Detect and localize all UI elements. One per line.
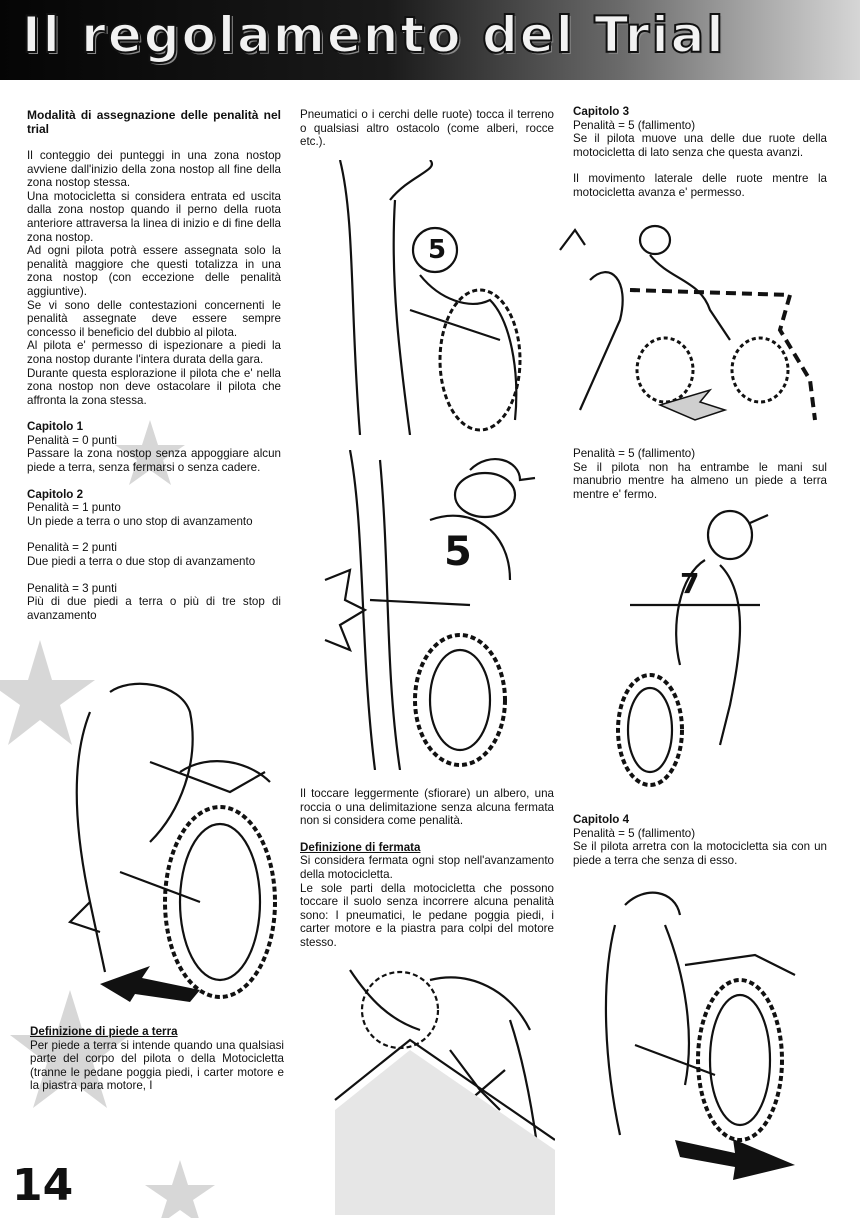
column-middle-lower: Il toccare leggermente (sfiorare) un alb… (300, 787, 554, 963)
star-background (0, 420, 215, 1218)
chapter-1-penalty: Penalità = 0 punti (27, 433, 117, 447)
hands-text: Se il pilota non ha entrambe le mani sul… (573, 460, 827, 501)
rider-foot-down-illustration (67, 682, 277, 1002)
foot-definition-block: Definizione di piede a terra Per piede a… (30, 1025, 284, 1106)
rider-reverse-illustration (604, 891, 796, 1180)
paragraph: Al pilota e' permesso di ispezionare a p… (27, 339, 281, 366)
rider-number: 7 (680, 567, 699, 600)
page-number: 14 (12, 1160, 74, 1211)
chapter-2-text-3: Più di due piedi a terra o più di tre st… (27, 595, 281, 622)
chapter-1-title: Capitolo 1 (27, 420, 84, 434)
rider-number: 5 (444, 529, 472, 575)
chapter-2-title: Capitolo 2 (27, 487, 84, 501)
chapter-3-penalty: Penalità = 5 (fallimento) (573, 118, 696, 132)
page-title: Il regolamento del Trial (21, 5, 726, 65)
rider-number: 5 (428, 235, 446, 265)
paragraph: Una motocicletta si considera entrata ed… (27, 189, 281, 244)
stop-definition-text: Le sole parti della motocicletta che pos… (300, 881, 554, 949)
hands-penalty: Penalità = 5 (fallimento) (573, 447, 696, 460)
chapter-3-text: Il movimento laterale delle ruote mentre… (573, 172, 827, 199)
chapter-4-block: Capitolo 4 Penalità = 5 (fallimento) Se … (573, 813, 827, 880)
rider-hands-illustration: 7 (616, 509, 769, 787)
paragraph: Ad ogni pilota potrà essere assegnata so… (27, 244, 281, 298)
chapter-4-penalty: Penalità = 5 (fallimento) (573, 826, 696, 840)
stop-definition-text: Si considera fermata ogni stop nell'avan… (300, 854, 554, 881)
stop-definition-title: Definizione di fermata (300, 840, 421, 854)
rider-tree-illustration: 5 (338, 160, 522, 435)
column-middle: Pneumatici o i cerchi delle ruote) tocca… (300, 108, 554, 162)
foot-definition-title: Definizione di piede a terra (30, 1025, 178, 1038)
chapter-2-penalty-1: Penalità = 1 punto (27, 501, 121, 515)
chapter-4-text: Se il pilota arretra con la motocicletta… (573, 840, 827, 867)
chapter-1-text: Passare la zona nostop senza appoggiare … (27, 447, 281, 475)
rider-stop-illustration: 5 (324, 450, 536, 770)
chapter-4-title: Capitolo 4 (573, 813, 630, 826)
chapter-2-penalty-2: Penalità = 2 punti (27, 541, 117, 555)
chapter-3-text: Se il pilota muove una delle due ruote d… (573, 132, 827, 159)
chapter-2-text-1: Un piede a terra o uno stop di avanzamen… (27, 514, 253, 528)
footpeg-closeup-illustration (334, 969, 555, 1215)
chapter-2-penalty-3: Penalità = 3 punti (27, 581, 117, 595)
paragraph: Pneumatici o i cerchi delle ruote) tocca… (300, 108, 554, 149)
chapter-2-text-2: Due piedi a terra o due stop di avanzame… (27, 555, 256, 569)
paragraph: Il toccare leggermente (sfiorare) un alb… (300, 787, 554, 828)
foot-definition-text: Per piede a terra si intende quando una … (30, 1038, 284, 1093)
column-left: Modalità di assegnazione delle penalità … (27, 108, 281, 635)
paragraph: Se vi sono delle contestazioni concernen… (27, 298, 281, 339)
title-banner: Il regolamento del Trial (0, 0, 860, 80)
column-right-mid: Penalità = 5 (fallimento) Se il pilota n… (573, 447, 827, 514)
sideways-wheel-illustration (559, 224, 817, 421)
chapter-3-title: Capitolo 3 (573, 105, 630, 118)
paragraph: Durante questa esplorazione il pilota ch… (27, 366, 281, 407)
paragraph: Il conteggio dei punteggi in una zona no… (27, 149, 281, 190)
column-right: Capitolo 3 Penalità = 5 (fallimento) Se … (573, 105, 827, 213)
section-heading: Modalità di assegnazione delle penalità … (27, 108, 281, 136)
